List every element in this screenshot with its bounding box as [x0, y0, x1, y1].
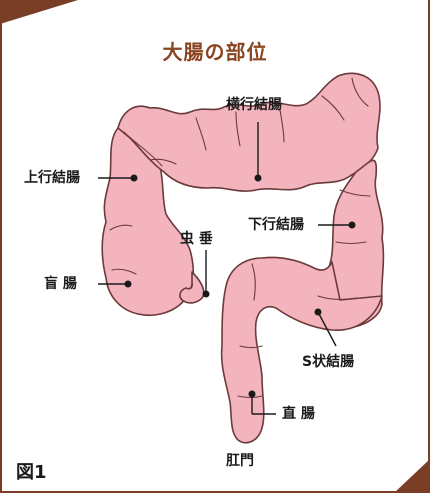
label-anus: 肛門 [226, 454, 254, 468]
cecum-dot [125, 281, 132, 288]
descending-dot [349, 222, 356, 229]
label-rectum: 直 腸 [282, 407, 315, 421]
colon-shape [102, 73, 383, 442]
ascending-dot [131, 175, 138, 182]
label-descending-colon: 下行結腸 [248, 218, 304, 232]
label-sigmoid-colon: S状結腸 [302, 355, 354, 369]
rectum-dot [249, 391, 256, 398]
label-appendix: 虫 垂 [180, 232, 213, 246]
figure-label: 図1 [16, 458, 47, 484]
transverse-dot [255, 175, 262, 182]
sigmoid-dot [315, 309, 322, 316]
label-ascending-colon: 上行結腸 [24, 171, 80, 185]
label-transverse-colon: 横行結腸 [226, 98, 282, 112]
label-cecum: 盲 腸 [44, 277, 77, 291]
appendix-dot [203, 291, 210, 298]
